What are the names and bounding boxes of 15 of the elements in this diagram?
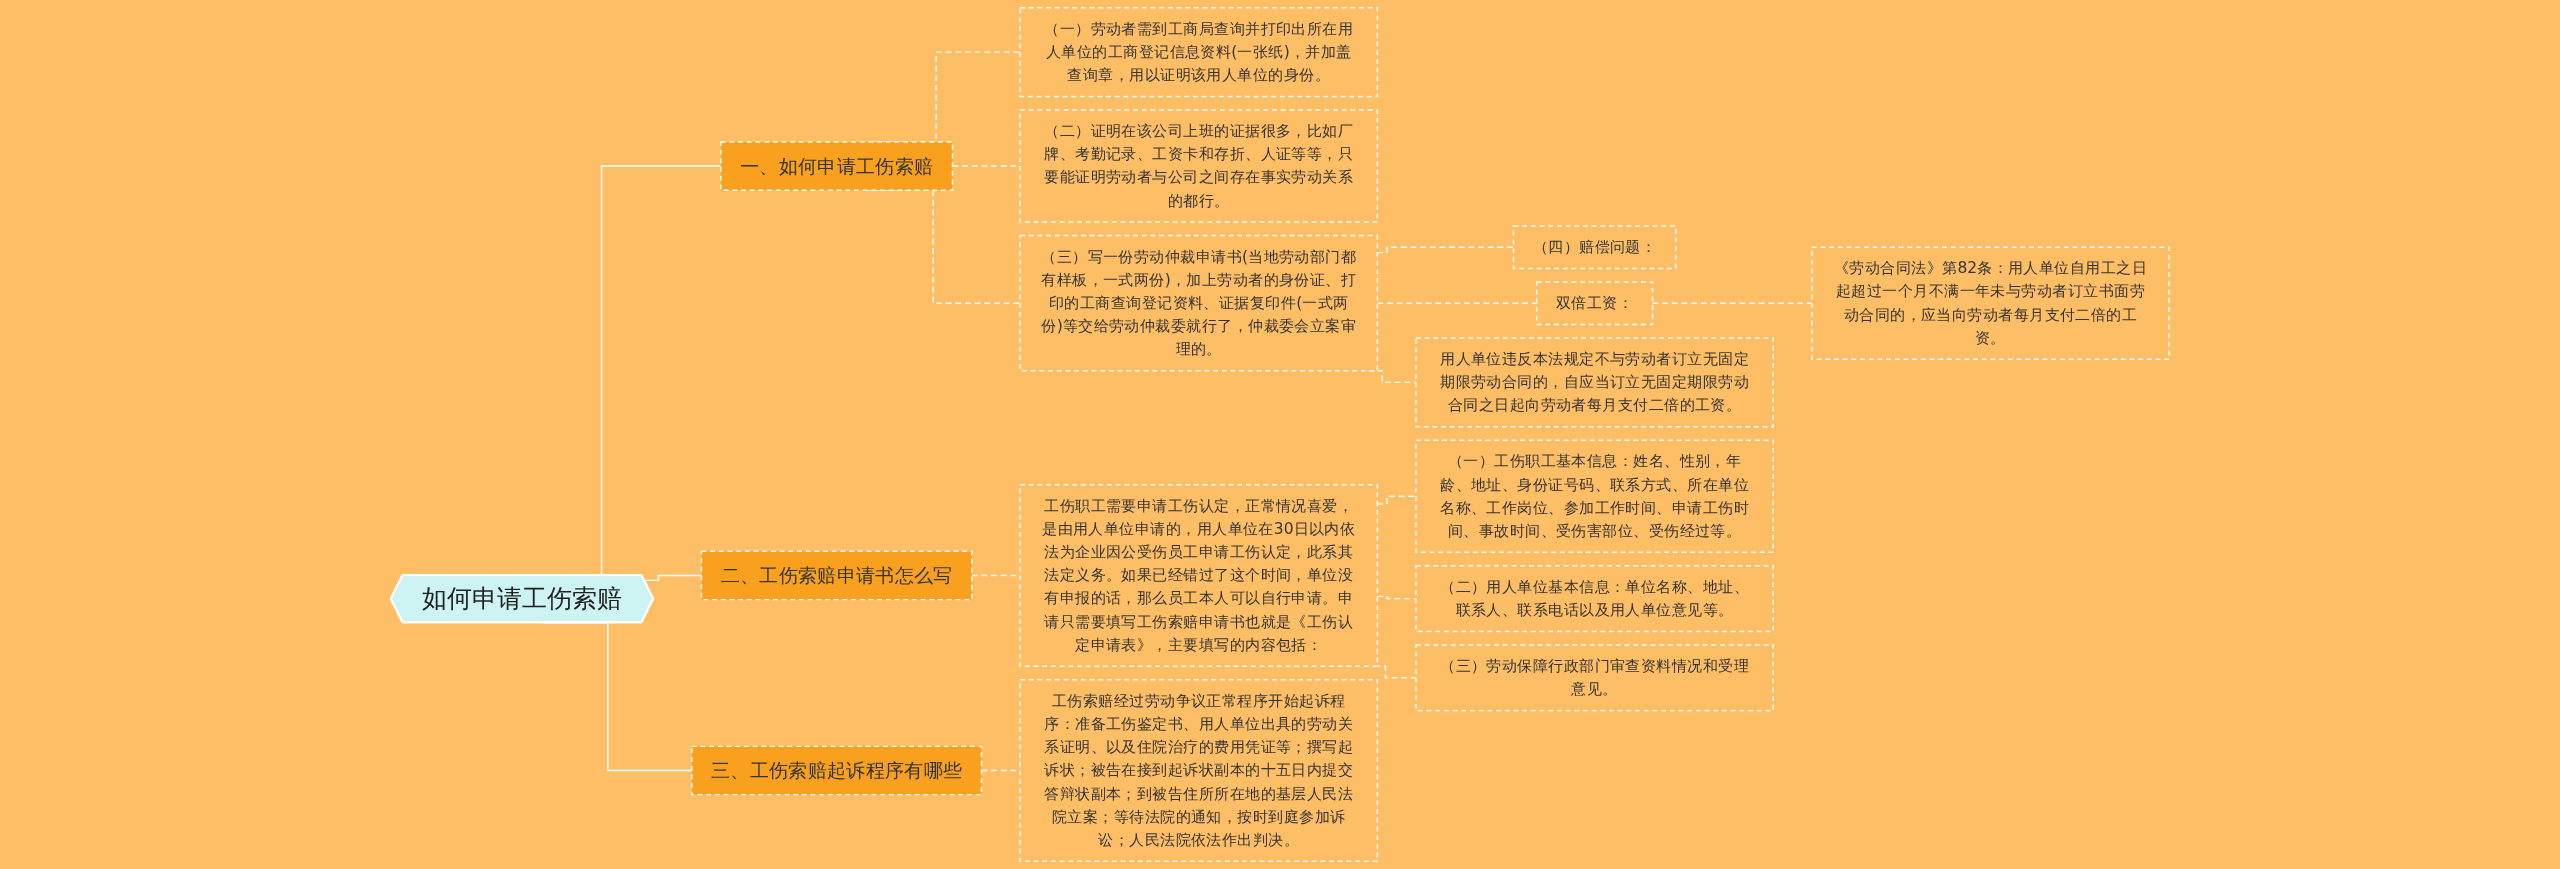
node-box: 二、工伤索赔申请书怎么写 xyxy=(700,550,973,601)
node-box: （二）用人单位基本信息：单位名称、地址、联系人、联系电话以及用人单位意见等。 xyxy=(1415,565,1775,633)
node-box: 工伤索赔经过劳动争议正常程序开始起诉程序：准备工伤鉴定书、用人单位出具的劳动关系证明、以及住院治疗的费用凭证等；撰写起诉状；被告在接到起诉状副本的十五日内提交答辩状副本；到被告住所所在地的基层人民法院立案；等待法院的通知，按时到庭参加诉讼；人民法院依法作出判决。 xyxy=(1019,679,1379,862)
node-box: 三、工伤索赔起诉程序有哪些 xyxy=(691,745,983,796)
node-box: （一）劳动者需到工商局查询并打印出所在用人单位的工商登记信息资料(一张纸)，并加盖查询章，用以证明该用人单位的身份。 xyxy=(1019,7,1379,98)
node-box: （四）赔偿问题： xyxy=(1512,225,1677,270)
node-box: （一）工伤职工基本信息：姓名、性别，年龄、地址、身份证号码、联系方式、所在单位名称、工作岗位、参加工作时间、申请工伤时间、事故时间、受伤害部位、受伤经过等。 xyxy=(1415,439,1775,553)
node-box: 工伤职工需要申请工伤认定，正常情况喜爱，是由用人单位申请的，用人单位在30日以内依法为企业因公受伤员工申请工伤认定，此系其法定义务。如果已经错过了这个时间，单位没有申报的话，那么员工本人可以自行申请。申请只需要填写工伤索赔申请书也就是《工伤认定申请表》，主要填写的内容包括： xyxy=(1019,483,1379,667)
node-box: 《劳动合同法》第82条：用人单位自用工之日起超过一个月不满一年未与劳动者订立书面劳动合同的，应当向劳动者每月支付二倍的工资。 xyxy=(1811,246,2170,360)
node-box: 双倍工资： xyxy=(1536,281,1654,326)
node-box: 一、如何申请工伤索赔 xyxy=(720,141,954,191)
node-box: （三）劳动保障行政部门审查资料情况和受理意见。 xyxy=(1415,644,1775,712)
node-box: （三）写一份劳动仲裁申请书(当地劳动部门都有样板，一式两份)，加上劳动者的身份证、打印的工商查询登记资料、证据复印件(一式两份)等交给劳动仲裁委就行了，仲裁委会立案审理的。 xyxy=(1019,234,1379,372)
node-box: （二）证明在该公司上班的证据很多，比如厂牌、考勤记录、工资卡和存折、人证等等，只要能证明劳动者与公司之间存在事实劳动关系的都行。 xyxy=(1019,109,1379,223)
node-box: 用人单位违反本法规定不与劳动者订立无固定期限劳动合同的，自应当订立无固定期限劳动合同之日起向劳动者每月支付二倍的工资。 xyxy=(1415,337,1775,428)
